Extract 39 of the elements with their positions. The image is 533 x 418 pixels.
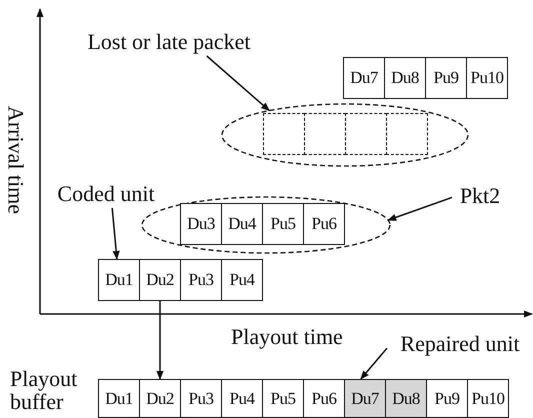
coded-unit-cell: Pu3	[180, 379, 222, 418]
coded-unit-cell: Pu5	[262, 379, 304, 418]
arrow	[360, 348, 388, 380]
annotation-text: Repaired unit	[387, 330, 533, 358]
missing-unit-slot	[263, 113, 305, 155]
coded-unit-cell: Pu4	[221, 259, 263, 301]
arrow	[111, 208, 120, 260]
coded-unit-cell: Pu10	[466, 57, 508, 99]
coded-unit-cell: Pu3	[180, 259, 222, 301]
annotation-text: Pkt2	[452, 182, 508, 210]
repaired-unit-cell: Du7	[344, 379, 386, 418]
coded-unit-cell: Pu6	[303, 203, 345, 245]
coded-unit-cell: Du2	[139, 379, 181, 418]
missing-unit-slot	[386, 113, 428, 155]
coded-unit-cell: Pu6	[303, 379, 345, 418]
coded-unit-cell: Du7	[343, 57, 385, 99]
coded-unit-cell: Pu5	[262, 203, 304, 245]
coded-unit-cell: Pu9	[425, 57, 467, 99]
annotation-text: Coded unit	[44, 180, 168, 208]
coded-unit-cell: Du1	[98, 379, 140, 418]
coded-unit-cell: Du8	[384, 57, 426, 99]
missing-unit-slot	[345, 113, 387, 155]
coded-unit-cell: Pu4	[221, 379, 263, 418]
packet-ellipse	[221, 103, 469, 167]
axis-title: Playout time	[231, 325, 343, 348]
missing-unit-slot	[304, 113, 346, 155]
coded-unit-cell: Pu9	[426, 379, 468, 418]
coded-unit-cell: Du1	[98, 259, 140, 301]
coded-unit-cell: Du3	[180, 203, 222, 245]
coded-unit-cell: Pu10	[467, 379, 509, 418]
arrow	[387, 196, 452, 221]
coded-unit-cell: Du2	[139, 259, 181, 301]
coded-unit-cell: Du4	[221, 203, 263, 245]
annotation-text: Lost or late packet	[64, 28, 274, 56]
arrow	[156, 301, 164, 380]
arrow	[206, 55, 270, 112]
row-label: Playout buffer	[10, 367, 78, 414]
repaired-unit-cell: Du8	[385, 379, 427, 418]
axis-title: Arrival time	[4, 106, 28, 214]
